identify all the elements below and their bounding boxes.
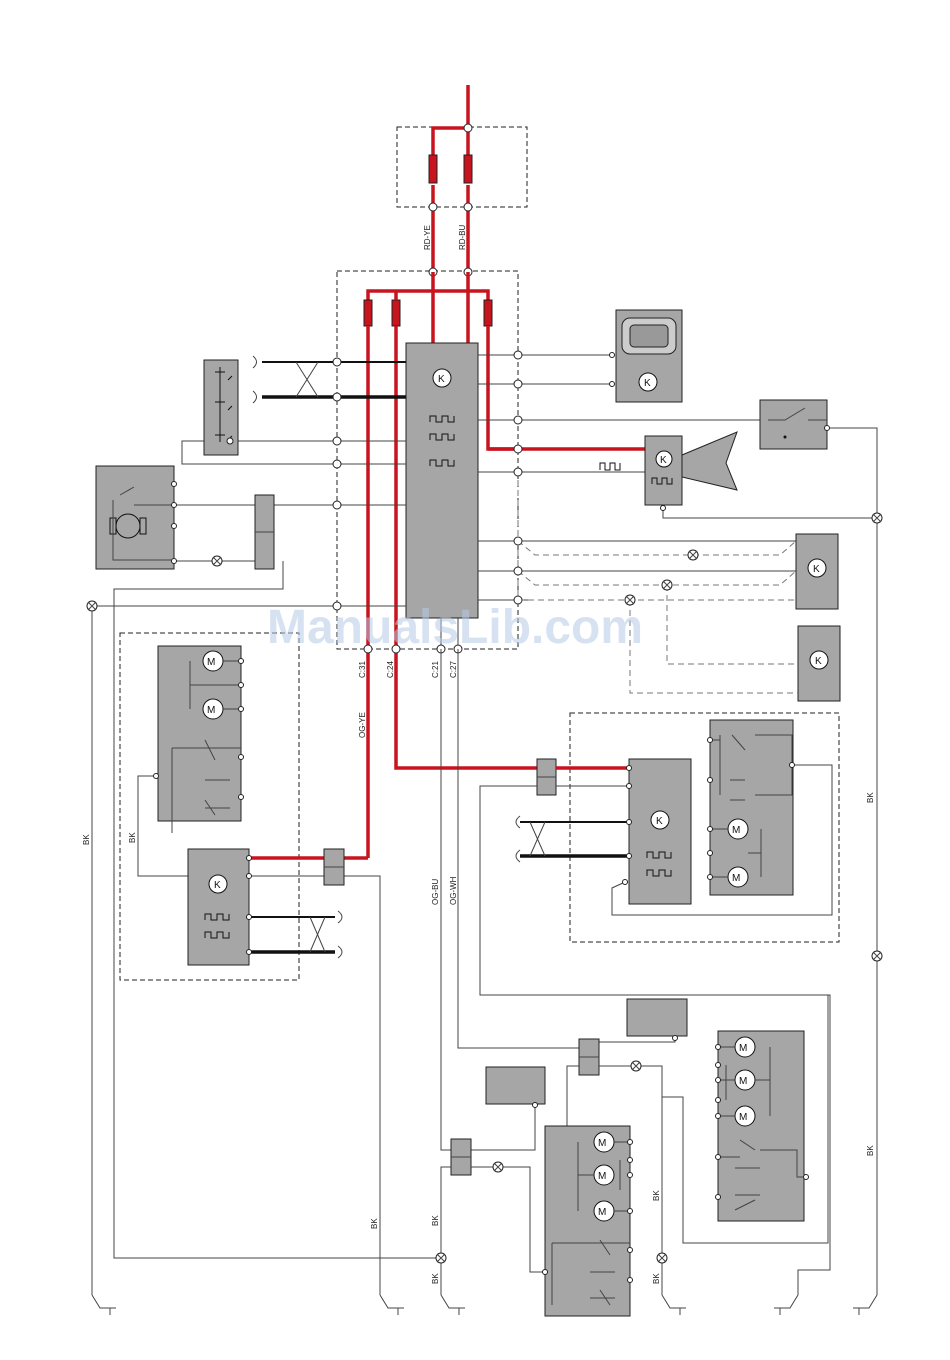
rear-module-small-2 [486,1067,545,1104]
wire-label-bk-right2: BK [866,1145,875,1156]
wire-label-og-ye: OG-YE [358,712,367,738]
ground-symbol [872,951,882,961]
rear-module-small-1 [627,999,687,1036]
ground-symbol [493,1162,503,1172]
svg-text:M: M [739,1112,747,1123]
ground-symbol [631,1061,641,1071]
svg-text:K: K [656,816,663,827]
connector-label-c21: C:21 [431,661,440,678]
seat-motor-module-1 [545,1126,630,1316]
chassis-ground [92,1295,116,1315]
fuse-2 [464,155,472,183]
wire-label-bk-left: BK [82,834,91,845]
left-door-control-module [188,849,249,965]
svg-text:K: K [660,455,667,466]
chassis-ground [662,1295,686,1315]
wire-label-bk-b4: BK [652,1190,661,1201]
seat-motor-module-2 [718,1031,804,1221]
ground-symbol [657,1253,667,1263]
fuse-1 [429,155,437,183]
chassis-ground [774,1295,798,1315]
svg-text:M: M [207,705,215,716]
wire-label-og-wh: OG-WH [449,876,458,905]
fuse-5 [484,300,492,326]
svg-text:K: K [815,656,822,667]
wire-label-bk-b3: BK [431,1273,440,1284]
svg-text:K: K [813,564,820,575]
svg-text:M: M [598,1138,606,1149]
ground-symbol [212,556,222,566]
fuse-box-top [397,127,527,207]
siren-module [645,436,682,505]
fuse-3 [364,300,372,326]
ground-symbol [436,1253,446,1263]
chassis-ground [441,1295,465,1315]
svg-text:K: K [644,378,651,389]
connector-label-c24: C:24 [386,661,395,678]
wire-label-bk-right: BK [866,792,875,803]
wire-label-bk-b2: BK [431,1215,440,1226]
svg-text:K: K [438,374,445,385]
wire-label-bk-b1: BK [370,1218,379,1229]
fuse-4 [392,300,400,326]
svg-text:M: M [598,1171,606,1182]
right-door-motor-module [710,720,793,895]
watermark: ManualsLib.com [267,601,643,654]
svg-text:M: M [739,1076,747,1087]
chassis-ground [853,1295,877,1315]
svg-text:K: K [214,880,221,891]
ground-symbol [662,580,672,590]
right-door-control-module [629,759,691,904]
wire-label-rd-bu: RD-BU [458,224,467,250]
connector-label-c27: C:27 [449,661,458,678]
wire-label-bk-b5: BK [652,1273,661,1284]
svg-text:M: M [739,1043,747,1054]
right-door-boundary [570,713,839,942]
wire-label-bk-left2: BK [128,832,137,843]
wire-label-og-bu: OG-BU [431,879,440,905]
ground-symbol [688,550,698,560]
svg-text:M: M [732,825,740,836]
left-door-motor-module [158,646,241,821]
wire-label-rd-ye: RD-YE [423,225,432,250]
svg-text:M: M [207,657,215,668]
svg-text:M: M [732,873,740,884]
ground-symbol [872,513,882,523]
hood-switch [760,400,827,449]
connector-label-c31: C:31 [358,661,367,678]
svg-text:M: M [598,1207,606,1218]
ground-symbol [87,601,97,611]
chassis-ground [380,1295,404,1315]
